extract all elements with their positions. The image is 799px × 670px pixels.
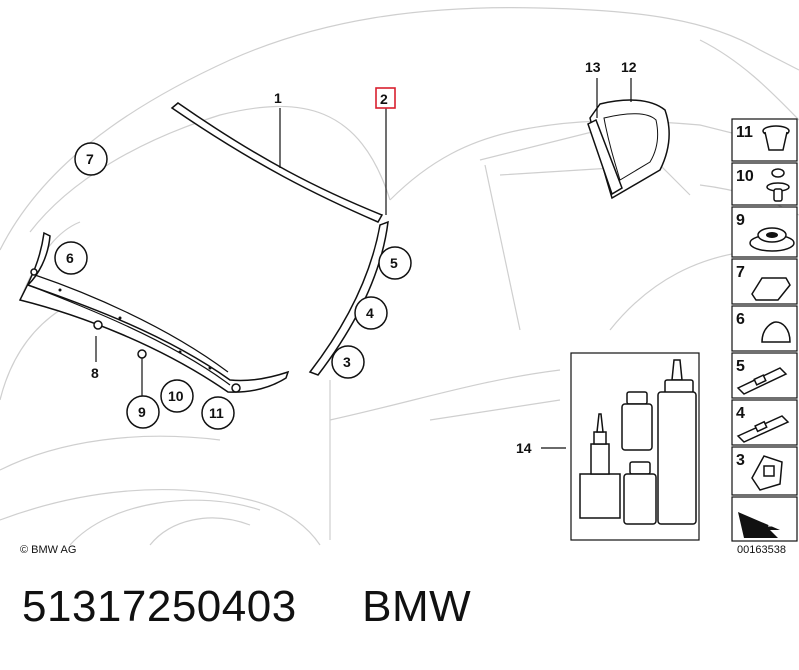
repair-kit-box [570, 352, 700, 541]
bracket-icon-3 [751, 455, 783, 491]
grommet-icon-9 [749, 227, 795, 252]
copyright-notice: © BMW AG [20, 544, 76, 556]
svg-text:10: 10 [736, 168, 754, 185]
part-number: 51317250403 [22, 582, 297, 631]
svg-text:11: 11 [736, 124, 753, 141]
arrow-icon [735, 507, 780, 538]
svg-text:9: 9 [138, 404, 146, 420]
clip-icon-4 [736, 415, 790, 443]
bubble-9: 9 [126, 395, 160, 429]
bubble-5: 5 [378, 246, 412, 280]
cowl-panel [18, 231, 290, 393]
bubble-4: 4 [354, 296, 388, 330]
callout-2-highlight [375, 87, 396, 109]
footer-part-number: 51317250403 BMW [22, 582, 471, 632]
leader-lines [95, 78, 632, 449]
callout-12: 12 [621, 59, 637, 75]
svg-text:3: 3 [343, 354, 351, 370]
dome-icon-6 [761, 321, 791, 343]
car-body-outline [0, 7, 799, 546]
callout-13: 13 [585, 59, 601, 75]
adhesive-cartridge [657, 359, 697, 525]
quarter-window-inner [603, 113, 659, 181]
svg-text:3: 3 [736, 452, 745, 469]
brand-name: BMW [362, 582, 472, 631]
bubble-10: 10 [160, 379, 194, 413]
callout-8: 8 [91, 365, 99, 381]
callout-14: 14 [516, 440, 532, 456]
callout-2: 2 [380, 91, 388, 107]
bubble-3: 3 [331, 345, 365, 379]
svg-text:7: 7 [736, 264, 745, 281]
clip-icon-11 [762, 125, 790, 151]
clip-icon-5 [736, 367, 788, 395]
windshield-seal [170, 102, 384, 223]
svg-text:6: 6 [736, 311, 745, 328]
svg-text:10: 10 [168, 388, 184, 404]
callout-1: 1 [274, 90, 282, 106]
small-bottle-a [621, 391, 653, 451]
quarter-window-seal [587, 118, 623, 196]
svg-text:5: 5 [390, 255, 398, 271]
svg-text:4: 4 [366, 305, 374, 321]
svg-text:5: 5 [736, 358, 745, 375]
small-bottle-b [623, 461, 657, 525]
pad-icon-7 [751, 277, 791, 301]
applicator-tube [579, 413, 621, 519]
bubble-11: 11 [201, 396, 235, 430]
svg-text:7: 7 [86, 151, 94, 167]
bubble-7: 7 [74, 142, 108, 176]
svg-text:11: 11 [209, 405, 224, 421]
svg-text:4: 4 [736, 405, 745, 422]
svg-text:6: 6 [66, 250, 74, 266]
bubble-6: 6 [54, 241, 88, 275]
screw-icon-10 [766, 168, 790, 202]
svg-text:9: 9 [736, 212, 745, 229]
diagram-number: 00163538 [737, 544, 786, 556]
side-parts-panel: 11 10 9 7 6 5 [731, 118, 798, 542]
